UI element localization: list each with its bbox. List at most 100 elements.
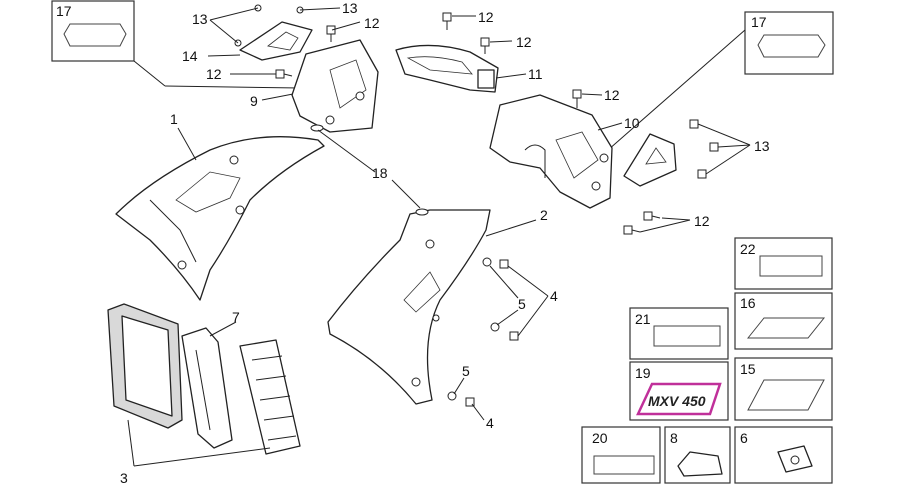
- leader-17-left: [133, 60, 166, 87]
- callout-12-f: 12: [694, 213, 710, 229]
- callout-13-right: 13: [754, 138, 770, 154]
- callout-10: 10: [624, 115, 640, 131]
- box-label-22: 22: [740, 241, 756, 257]
- decal-box-17-left[interactable]: 17: [51, 0, 135, 62]
- callout-4-a: 4: [550, 288, 558, 304]
- leader-4-c: [471, 403, 485, 421]
- leader-4-a: [507, 265, 549, 297]
- leader-3-a: [127, 419, 135, 467]
- callout-12-d: 12: [516, 34, 532, 50]
- box-label-6: 6: [740, 430, 748, 446]
- screw-13-right-c[interactable]: [697, 169, 707, 179]
- leader-12-lower-a: [661, 217, 691, 221]
- air-duct-10[interactable]: [489, 94, 613, 209]
- screw-4-b[interactable]: [509, 331, 519, 341]
- leader-11: [495, 73, 527, 79]
- side-panel-2[interactable]: [327, 209, 491, 405]
- leader-5-c: [453, 377, 465, 395]
- grommet-18-lower[interactable]: [415, 208, 429, 216]
- screw-12-lower-a[interactable]: [643, 211, 661, 221]
- part-box-6[interactable]: 6: [734, 426, 833, 484]
- leader-14: [207, 54, 241, 57]
- leader-12-duct9: [331, 21, 361, 31]
- leader-12-scoop-b: [489, 40, 513, 43]
- callout-12-e: 12: [604, 87, 620, 103]
- callout-3: 3: [120, 470, 128, 486]
- screw-12-duct9-side[interactable]: [275, 69, 293, 79]
- callout-13-top-left: 13: [192, 11, 208, 27]
- leader-3-b: [133, 447, 271, 467]
- screw-12-scoop-b[interactable]: [480, 37, 490, 54]
- air-scoop-11[interactable]: [395, 44, 499, 93]
- decal-box-19[interactable]: 19 MXV 450: [629, 361, 729, 421]
- screw-12-duct10[interactable]: [572, 89, 582, 108]
- side-panel-1[interactable]: [115, 136, 325, 301]
- bracket-14[interactable]: [239, 21, 313, 61]
- leader-13-top: [299, 7, 341, 11]
- air-duct-9[interactable]: [291, 39, 379, 133]
- decal-17-shape-left: [63, 23, 127, 47]
- box-label-15: 15: [740, 361, 756, 377]
- callout-5-b: 5: [462, 363, 470, 379]
- screw-4-a[interactable]: [499, 259, 509, 269]
- leader-17-left-b: [164, 85, 301, 89]
- grommet-18-upper[interactable]: [310, 124, 324, 132]
- callout-11: 11: [528, 66, 543, 82]
- leader-4-b: [517, 295, 549, 337]
- box-label-21: 21: [635, 311, 651, 327]
- callout-2: 2: [540, 207, 548, 223]
- leader-17-right: [607, 29, 746, 151]
- decal-box-15[interactable]: 15: [734, 357, 833, 421]
- decal-box-20[interactable]: 20: [581, 426, 661, 484]
- radiator-grille-3-left[interactable]: [107, 303, 183, 429]
- decal-box-21[interactable]: 21: [629, 307, 729, 360]
- callout-9: 9: [250, 93, 258, 109]
- callout-5-a: 5: [518, 296, 526, 312]
- box-label-20: 20: [592, 430, 608, 446]
- callout-12-c: 12: [478, 9, 494, 25]
- callout-12-b: 12: [206, 66, 222, 82]
- leader-2: [485, 219, 537, 237]
- radiator-cover-7[interactable]: [181, 327, 233, 449]
- callout-12-a: 12: [364, 15, 380, 31]
- leader-13-a: [209, 7, 259, 21]
- leader-13-r-c: [705, 144, 751, 175]
- screw-12-lower-b[interactable]: [623, 225, 641, 235]
- screw-13-right-b[interactable]: [709, 142, 719, 152]
- box-label-19: 19: [635, 365, 651, 381]
- leader-18-a: [317, 129, 376, 173]
- leader-12-lower-b: [639, 219, 691, 233]
- leader-18-b: [391, 179, 421, 209]
- leader-5-b: [496, 309, 519, 326]
- decal-17-shape-right: [757, 34, 826, 58]
- decal-box-17-right[interactable]: 17: [744, 11, 834, 75]
- decal-box-22[interactable]: 22: [734, 237, 833, 290]
- screw-4-c[interactable]: [465, 397, 475, 407]
- callout-14: 14: [182, 48, 198, 64]
- leader-13-b: [209, 19, 239, 44]
- bracket-13-right[interactable]: [623, 133, 677, 187]
- leader-13-r-b: [717, 144, 751, 148]
- box-label-8: 8: [670, 430, 678, 446]
- leader-1: [177, 127, 197, 161]
- speed-nut-8: [677, 451, 723, 477]
- leader-10: [597, 122, 623, 131]
- decal-19-text: MXV 450: [648, 393, 706, 409]
- screw-12-scoop-a[interactable]: [442, 12, 452, 30]
- box-label-16: 16: [740, 295, 756, 311]
- leader-5-a: [489, 265, 519, 299]
- part-box-8[interactable]: 8: [664, 426, 731, 484]
- leader-9: [261, 93, 294, 101]
- callout-18: 18: [372, 165, 388, 181]
- washer-5-a[interactable]: [482, 257, 492, 267]
- callout-1: 1: [170, 111, 178, 127]
- leader-12-duct10: [581, 93, 603, 96]
- screw-13-right-a[interactable]: [689, 119, 699, 129]
- radiator-grille-3-right[interactable]: [239, 339, 301, 455]
- decal-box-16[interactable]: 16: [734, 292, 833, 350]
- screw-12-duct9-top[interactable]: [326, 25, 336, 42]
- callout-7: 7: [232, 309, 240, 325]
- decal-19-outline: [636, 382, 722, 416]
- leader-7: [209, 321, 237, 337]
